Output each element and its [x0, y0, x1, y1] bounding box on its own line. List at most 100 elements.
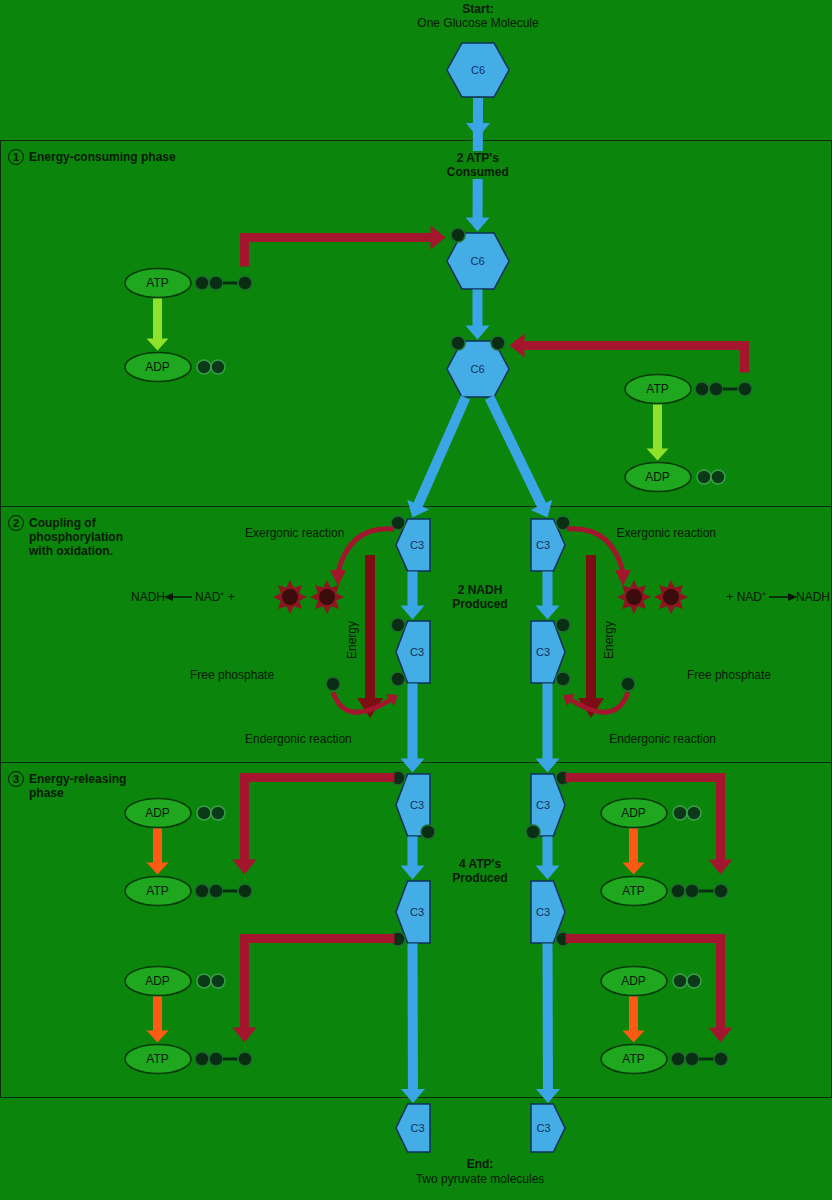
node-text: C3: [404, 773, 431, 837]
phosphate-dot: [195, 1052, 209, 1066]
arrow-line: [153, 829, 162, 864]
arrow-head: [330, 570, 346, 586]
pyruvate-shape: C3: [395, 1103, 431, 1153]
hexagon-outline: [447, 43, 509, 97]
phosphate-dot: [391, 672, 405, 686]
arrow-head: [536, 606, 560, 620]
arrow-line: [543, 837, 553, 867]
arrow-head: [401, 759, 425, 773]
label-text: Free phosphate: [687, 668, 771, 682]
shape-outline: [124, 351, 226, 383]
arrow-head: [407, 500, 429, 518]
reaction-art: [164, 529, 398, 718]
arrow-head: [531, 500, 553, 518]
label-text: Energy: [602, 621, 616, 659]
shape-outline: [124, 1043, 254, 1075]
phosphate-dot: [556, 672, 570, 686]
atp-ellipse: ATP: [124, 875, 254, 907]
pathway-arrow: [233, 778, 395, 875]
label-text: One Glucose Molecule: [378, 16, 578, 30]
label-text: Free phosphate: [190, 668, 274, 682]
star-core: [282, 589, 298, 605]
phosphate-dot: [685, 1052, 699, 1066]
phosphate-dot: [326, 677, 340, 691]
phosphate-bond: [223, 889, 239, 892]
label-text: NADH: [796, 590, 830, 604]
arrow-head: [401, 866, 425, 880]
panel-title: Energy-consuming phase: [29, 150, 269, 164]
pathway-arrow: [401, 684, 425, 773]
node-text: ATP: [625, 373, 691, 405]
phosphate-dot: [695, 382, 709, 396]
exergonic-arrow: [338, 529, 394, 572]
arrow-head: [466, 326, 490, 340]
atp-ellipse: ATP: [124, 1043, 254, 1075]
arrow-head: [510, 334, 525, 358]
phosphate-dot: [451, 336, 465, 350]
pathway-arrow: [147, 829, 169, 875]
pathway-arrow: [536, 837, 560, 880]
arrow-head: [466, 123, 490, 138]
glucose-hexagon: C6: [446, 42, 510, 98]
shape-outline: [624, 373, 754, 405]
three-carbon-shape: C3: [395, 518, 431, 572]
node-text: C3: [530, 773, 557, 837]
phosphate-dot: [391, 771, 405, 785]
node-text: ADP: [625, 461, 691, 493]
atp-ellipse: ATP: [624, 373, 754, 405]
arrow-head: [647, 449, 669, 461]
phosphate-dot: [714, 884, 728, 898]
pathway-arrow: [407, 398, 465, 518]
arrow-line: [543, 684, 553, 760]
pathway-arrow: [490, 398, 553, 518]
arrow-head: [147, 339, 169, 351]
label-text: Two pyruvate molecules: [380, 1172, 580, 1186]
three-carbon-shape: C3: [395, 880, 431, 944]
phosphate-dot: [491, 336, 505, 350]
pathway-arrow: [647, 405, 669, 461]
shape-outline: [600, 965, 702, 997]
phosphate-dot: [421, 825, 435, 839]
arrow-line: [408, 944, 418, 1091]
arrow-line: [543, 944, 553, 1091]
phosphate-dot: [738, 382, 752, 396]
phosphate-dot: [211, 974, 225, 988]
arrow-head: [386, 694, 398, 706]
pathway-arrow: [536, 684, 560, 773]
node-text: ATP: [601, 875, 667, 907]
arrow-line: [245, 238, 432, 267]
label-text: 2 NADH Produced: [449, 583, 511, 611]
three-carbon-shape: C3: [530, 620, 566, 684]
arrow-line: [408, 837, 418, 867]
pathway-arrow: [510, 334, 745, 373]
label-text: Start:: [378, 2, 578, 16]
pyruvate-shape: C3: [530, 1103, 566, 1153]
shape-outline: [600, 1043, 730, 1075]
phosphate-dot: [195, 884, 209, 898]
label-text: Exergonic reaction: [245, 526, 344, 540]
pathway-arrow: [623, 829, 645, 875]
atp-ellipse: ATP: [600, 1043, 730, 1075]
phosphate-dot: [211, 806, 225, 820]
phosphate-dot: [238, 276, 252, 290]
phosphate-dot: [391, 932, 405, 946]
phosphate-dot: [711, 470, 725, 484]
node-text: ADP: [601, 797, 667, 829]
phosphate-dot: [556, 516, 570, 530]
node-text: ATP: [601, 1043, 667, 1075]
arrow-line: [653, 405, 662, 450]
arrow-line: [245, 778, 395, 861]
arrow-head: [466, 217, 490, 231]
adp-ellipse: ADP: [124, 965, 226, 997]
phosphate-dot: [556, 618, 570, 632]
phosphate-dot: [238, 1052, 252, 1066]
arrow-head: [357, 698, 383, 718]
node-text: ADP: [125, 965, 191, 997]
callout-number: 1: [8, 149, 24, 165]
phase-panel: 2Coupling of phosphorylation with oxidat…: [0, 506, 832, 763]
arrow-head: [401, 1089, 425, 1103]
pathway-arrow: [566, 939, 733, 1043]
node-text: ADP: [125, 351, 191, 383]
arrow-line: [566, 939, 721, 1029]
